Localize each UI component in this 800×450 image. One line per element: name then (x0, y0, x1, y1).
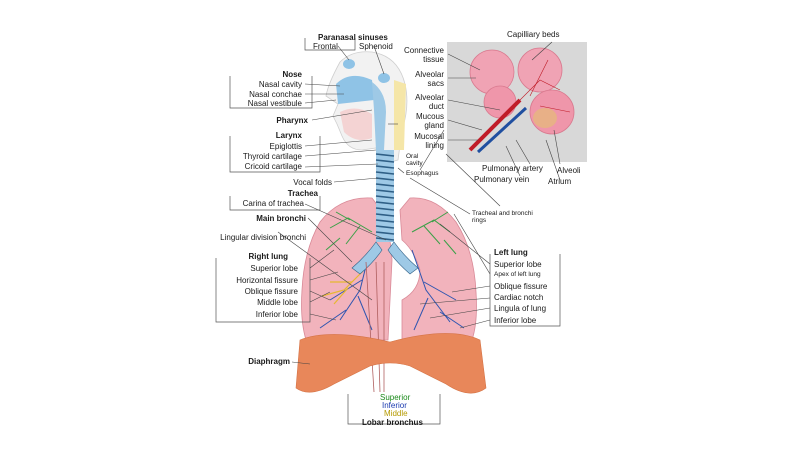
label-larynx: Larynx (275, 131, 302, 140)
label-vocal-folds: Vocal folds (293, 178, 332, 187)
label-lobar-inferior: Inferior (382, 401, 407, 410)
label-trachea: Trachea (287, 189, 318, 198)
label-carina: Carina of trachea (242, 199, 304, 208)
label-tracheal-rings-1: Tracheal and bronchi (472, 210, 533, 217)
label-sphenoid: Sphenoid (359, 42, 393, 51)
tracheal-ring (375, 171, 395, 175)
pharynx-shape (372, 82, 386, 150)
middle-lobe-branches (321, 269, 365, 305)
tracheal-ring (375, 159, 395, 163)
label-left-oblique-fissure: Oblique fissure (494, 282, 548, 291)
label-nasal-vestibule: Nasal vestibule (247, 99, 302, 108)
label-paranasal-sinuses: Paranasal sinuses (318, 33, 388, 42)
label-epiglottis: Epiglottis (269, 142, 302, 151)
label-connective-1: Connective (403, 46, 444, 55)
label-right-superior-lobe: Superior lobe (250, 264, 298, 273)
tracheal-ring (375, 165, 395, 169)
label-alveolar-duct-1: Alveolar (415, 93, 444, 102)
label-esophagus: Esophagus (406, 170, 439, 177)
label-alveolar-sacs-1: Alveolar (415, 70, 444, 79)
tracheal-ring (375, 219, 395, 223)
left-lung-shape (399, 197, 477, 341)
label-alveolar-sacs-2: sacs (427, 79, 444, 88)
label-lingular-division: Lingular division bronchi (220, 233, 306, 242)
label-nasal-cavity: Nasal cavity (258, 80, 302, 89)
trachea-shape (351, 150, 419, 393)
label-lobar-superior: Superior (380, 393, 411, 402)
tracheal-ring (375, 183, 395, 187)
lungs (301, 197, 477, 341)
sphenoid-sinus-shape (378, 73, 390, 83)
tracheal-ring (375, 201, 395, 205)
label-left-inferior-lobe: Inferior lobe (494, 316, 537, 325)
label-lingula: Lingula of lung (494, 304, 547, 313)
spine-shape (394, 80, 406, 150)
tracheal-ring (375, 213, 395, 217)
label-atrium: Atrium (548, 177, 572, 186)
label-capillary-beds: Capilliary beds (507, 30, 560, 39)
label-lobar-bronchus: Lobar bronchus (362, 418, 423, 427)
head-silhouette (325, 51, 408, 165)
tracheal-ring (375, 237, 395, 241)
label-connective-2: tissue (423, 55, 444, 64)
label-mucosal-lining-1: Mucosal (414, 132, 444, 141)
label-middle-lobe: Middle lobe (257, 298, 298, 307)
leader-lines (277, 41, 561, 365)
label-brackets (215, 38, 561, 425)
label-oral-cavity-2: cavity (406, 160, 423, 167)
tracheal-ring (375, 207, 395, 211)
label-pulmonary-vein: Pulmonary vein (474, 175, 530, 184)
nasal-cavity-shape (336, 75, 374, 104)
label-cardiac-notch: Cardiac notch (494, 293, 544, 302)
label-frontal: Frontal (313, 42, 338, 51)
label-nose: Nose (282, 70, 302, 79)
label-thyroid-cartilage: Thyroid cartilage (242, 152, 302, 161)
oral-cavity-shape (340, 108, 372, 140)
label-lobar-middle: Middle (384, 409, 408, 418)
frontal-sinus-shape (343, 59, 355, 69)
alveoli-inset-art (468, 47, 575, 154)
tracheal-ring (375, 189, 395, 193)
label-right-oblique-fissure: Oblique fissure (244, 287, 298, 296)
tracheal-ring (375, 231, 395, 235)
tracheal-ring (375, 225, 395, 229)
diaphragm-shape (295, 333, 487, 394)
tracheal-ring (375, 177, 395, 181)
label-oral-cavity-1: Oral (406, 153, 419, 160)
label-nasal-conchae: Nasal conchae (249, 90, 302, 99)
label-alveoli: Alveoli (557, 166, 581, 175)
label-diaphragm: Diaphragm (248, 357, 290, 366)
tracheal-ring (375, 153, 395, 157)
label-left-superior-lobe: Superior lobe (494, 260, 542, 269)
label-left-lung: Left lung (494, 248, 528, 257)
label-mucous-gland-2: gland (424, 121, 444, 130)
label-apex-left-lung: Apex of left lung (494, 271, 541, 278)
label-horizontal-fissure: Horizontal fissure (236, 276, 298, 285)
label-mucous-gland-1: Mucous (415, 112, 444, 121)
label-alveolar-duct-2: duct (428, 102, 444, 111)
label-pharynx: Pharynx (276, 116, 308, 125)
label-tracheal-rings-2: rings (472, 217, 487, 224)
label-cricoid-cartilage: Cricoid cartilage (244, 162, 302, 171)
label-mucosal-lining-2: lining (425, 141, 444, 150)
tracheal-ring (375, 195, 395, 199)
label-right-inferior-lobe: Inferior lobe (255, 310, 298, 319)
label-pulmonary-artery: Pulmonary artery (482, 164, 543, 173)
label-main-bronchi: Main bronchi (256, 214, 306, 223)
label-right-lung: Right lung (248, 252, 288, 261)
superior-lobe-branches (325, 211, 457, 255)
